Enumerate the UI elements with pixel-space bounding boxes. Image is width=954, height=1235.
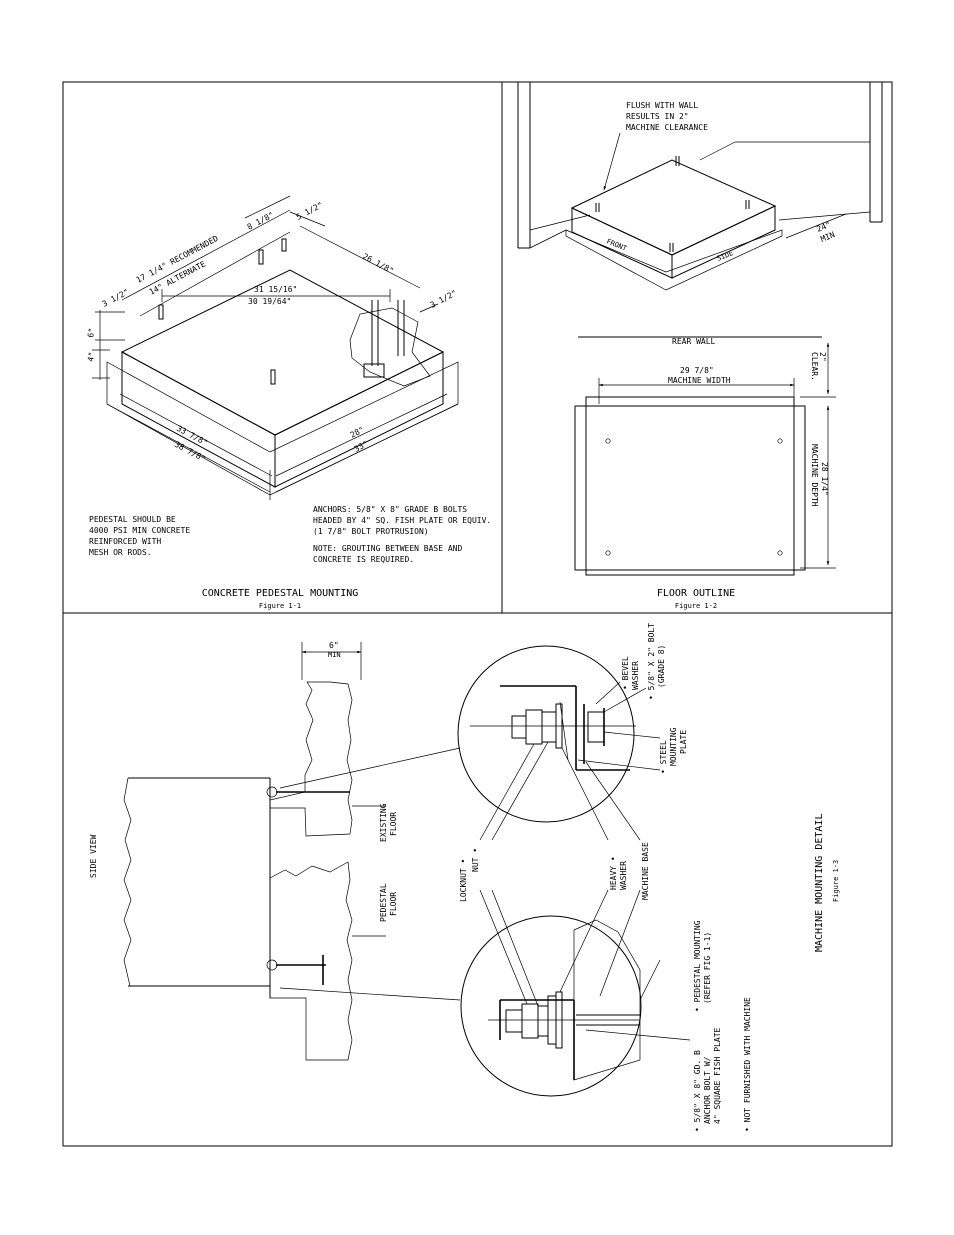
fig2-room-drawing: [517, 82, 883, 291]
not-furnished-label: • NOT FURNISHED WITH MACHINE: [743, 997, 752, 1132]
fig3-leader-lines: [479, 681, 691, 1041]
fig2-caption: Figure 1-2: [675, 602, 717, 610]
svg-text:MACHINE CLEARANCE: MACHINE CLEARANCE: [626, 123, 708, 132]
bolt-label-1: • 5/8" X 2" BOLT: [647, 623, 656, 700]
svg-text:REINFORCED WITH: REINFORCED WITH: [89, 537, 161, 546]
svg-text:CONCRETE IS REQUIRED.: CONCRETE IS REQUIRED.: [313, 555, 414, 564]
anchor-bolt-label-1: • 5/8" X 8" GD. B: [693, 1050, 702, 1132]
svg-text:HEADED BY 4" SQ. FISH PLATE OR: HEADED BY 4" SQ. FISH PLATE OR EQUIV.: [313, 516, 491, 525]
pedestal-floor-label-1: PEDESTAL: [379, 883, 388, 922]
min6-label: MIN: [328, 651, 341, 659]
fig1-title: CONCRETE PEDESTAL MOUNTING: [202, 588, 359, 599]
fig1-note-right: ANCHORS: 5/8" X 8" GRADE B BOLTS HEADED …: [313, 505, 491, 564]
heavy-washer-label-1: HEAVY •: [609, 856, 618, 890]
machine-depth-label: MACHINE DEPTH: [810, 444, 819, 507]
heavy-washer-label-2: WASHER: [619, 861, 628, 890]
fig3-title: MACHINE MOUNTING DETAIL: [814, 814, 825, 952]
fig1-pedestal-drawing: 8 1/8" 5 1/2" 17 1/4" RECOMMENDED 14" AL…: [86, 195, 459, 500]
svg-text:RESULTS IN 2": RESULTS IN 2": [626, 112, 689, 121]
svg-text:FLUSH WITH WALL: FLUSH WITH WALL: [626, 101, 698, 110]
svg-text:(1 7/8" BOLT PROTRUSION): (1 7/8" BOLT PROTRUSION): [313, 527, 429, 536]
pedestal-mounting-label-1: • PEDESTAL MOUNTING: [693, 920, 702, 1012]
bolt-label-2: (GRADE 8): [657, 645, 666, 688]
dim-26: 26 1/8": [361, 252, 395, 276]
border-frame: [62, 81, 893, 1147]
clear-label: CLEAR.: [810, 352, 819, 381]
fig3-caption: Figure 1-3: [832, 860, 840, 902]
clear-value: 2": [818, 352, 827, 362]
machine-depth-value: 28 1/4": [820, 462, 829, 496]
side-view-label: SIDE VIEW: [89, 834, 98, 878]
fig2-title: FLOOR OUTLINE: [657, 588, 735, 599]
fig1-caption: Figure 1-1: [259, 602, 301, 610]
steel-plate-label-1: • STEEL: [659, 740, 668, 774]
svg-text:MESH OR RODS.: MESH OR RODS.: [89, 548, 152, 557]
machine-width-label: MACHINE WIDTH: [668, 376, 731, 385]
dim-8: 8 1/8": [246, 210, 276, 232]
svg-text:ANCHORS: 5/8" X 8" GRADE B BOL: ANCHORS: 5/8" X 8" GRADE B BOLTS: [313, 505, 467, 514]
existing-floor-label-1: EXISTING: [379, 803, 388, 842]
machine-width-value: 29 7/8": [680, 366, 714, 375]
steel-plate-label-2: MOUNTING: [669, 727, 678, 766]
anchor-bolt-label-3: 4" SQUARE FISH PLATE: [713, 1027, 722, 1124]
pedestal-mounting-label-2: (REFER FIG 1-1): [703, 932, 712, 1004]
bevel-washer-label-2: WASHER: [631, 661, 640, 690]
detail-circle-upper: [457, 645, 636, 823]
machine-base-label: MACHINE BASE: [641, 842, 650, 900]
dim-5: 5 1/2": [295, 200, 325, 222]
dim-4: 4": [86, 351, 97, 362]
svg-text:4000 PSI MIN CONCRETE: 4000 PSI MIN CONCRETE: [89, 526, 190, 535]
dim-31: 31 15/16": [254, 285, 297, 294]
nut-label: NUT •: [471, 848, 480, 872]
fig2-flush-note: FLUSH WITH WALL RESULTS IN 2" MACHINE CL…: [626, 101, 708, 132]
fig3-side-view: [123, 642, 461, 1061]
svg-text:PEDESTAL SHOULD BE: PEDESTAL SHOULD BE: [89, 515, 176, 524]
bevel-washer-label-1: • BEVEL: [621, 656, 630, 690]
dim-6: 6": [86, 327, 97, 338]
dim-28: 28": [349, 425, 366, 440]
locknut-label: LOCKNUT •: [459, 859, 468, 902]
front-label: FRONT: [605, 237, 628, 253]
steel-plate-label-3: PLATE: [679, 730, 688, 754]
svg-text:NOTE: GROUTING BETWEEN BASE AN: NOTE: GROUTING BETWEEN BASE AND: [313, 544, 462, 553]
existing-floor-label-2: FLOOR: [389, 812, 398, 836]
pedestal-floor-label-2: FLOOR: [389, 892, 398, 916]
fig1-note-left: PEDESTAL SHOULD BE 4000 PSI MIN CONCRETE…: [89, 515, 190, 557]
fig2-floor-outline: [574, 336, 836, 576]
anchor-bolt-label-2: ANCHOR BOLT W/: [703, 1056, 712, 1124]
dim-30: 30 19/64": [248, 297, 291, 306]
dim-3b: 3 1/2": [429, 288, 459, 310]
side-label: SIDE: [716, 249, 735, 263]
min6-value: 6": [329, 641, 339, 650]
detail-circle-lower: [460, 915, 642, 1097]
rear-wall-label: REAR WALL: [672, 337, 716, 346]
